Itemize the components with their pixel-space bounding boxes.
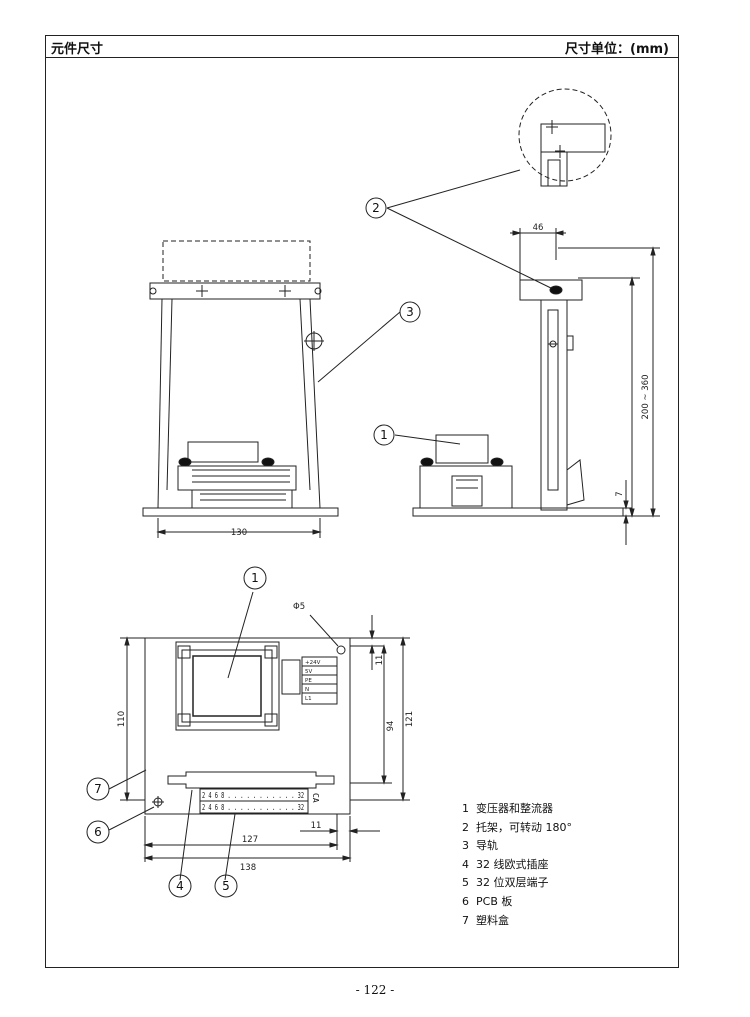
callout-circle-7 bbox=[86, 777, 110, 801]
callout-7: 7 bbox=[94, 782, 102, 796]
volt-label-n: N bbox=[305, 687, 309, 693]
callout-circle-1b bbox=[243, 566, 267, 590]
callout-6: 6 bbox=[94, 825, 102, 839]
pcb-board bbox=[144, 637, 351, 815]
euro-connector bbox=[167, 771, 335, 789]
dim-130: 130 bbox=[231, 528, 247, 538]
page-number: - 122 - bbox=[355, 983, 395, 997]
callout-circle-3 bbox=[399, 301, 421, 323]
volt-label-l1: L1 bbox=[305, 696, 312, 702]
side-transformer bbox=[435, 434, 489, 464]
nut-right bbox=[261, 457, 275, 467]
callout-5: 5 bbox=[222, 879, 230, 893]
front-view bbox=[142, 240, 339, 538]
dim-46: 46 bbox=[533, 223, 544, 233]
dim-94: 94 bbox=[386, 721, 396, 732]
callout-circle-2 bbox=[365, 197, 387, 219]
volt-label-5v: 5V bbox=[305, 669, 312, 675]
page-frame bbox=[45, 35, 679, 968]
dim-11-top: 11 bbox=[375, 655, 385, 666]
dim-138: 138 bbox=[240, 863, 256, 873]
header-bar: 元件尺寸 尺寸单位：(mm) bbox=[45, 35, 679, 58]
side-view bbox=[317, 88, 660, 545]
terminal-ca: CA bbox=[311, 793, 320, 803]
callout-2: 2 bbox=[372, 201, 380, 215]
callout-1b: 1 bbox=[251, 571, 259, 585]
callouts bbox=[86, 197, 421, 898]
callout-4: 4 bbox=[176, 879, 184, 893]
transformer-body bbox=[187, 441, 259, 463]
dim-7: 7 bbox=[615, 491, 625, 496]
dashed-module-outline bbox=[162, 240, 311, 282]
mount-hole-top bbox=[336, 645, 346, 655]
callout-circle-1a bbox=[373, 424, 395, 446]
volt-label-24v: +24V bbox=[305, 660, 321, 666]
side-base bbox=[412, 507, 624, 517]
top-bar bbox=[149, 282, 321, 300]
terminal-row-1: 2 4 6 8 . . . . . . . . . . . 32 bbox=[202, 791, 304, 800]
page-title: 元件尺寸 bbox=[51, 42, 104, 57]
top-view bbox=[108, 591, 410, 881]
unit-label: 尺寸单位：(mm) bbox=[565, 42, 669, 57]
callout-circle-6 bbox=[86, 820, 110, 844]
detail-circle bbox=[518, 88, 612, 182]
volt-label-pe: PE bbox=[305, 678, 312, 684]
bolt-left bbox=[149, 287, 157, 295]
dim-11-bottom: 11 bbox=[311, 821, 322, 831]
bolt-right bbox=[314, 287, 322, 295]
dim-110: 110 bbox=[117, 711, 127, 727]
dim-phi5: Φ5 bbox=[293, 602, 305, 612]
dim-127: 127 bbox=[242, 835, 258, 845]
nut-left bbox=[178, 457, 192, 467]
dim-200-360: 200 ~ 360 bbox=[641, 375, 651, 420]
dim-121: 121 bbox=[405, 711, 415, 727]
callout-circle-5 bbox=[214, 874, 238, 898]
callout-1a: 1 bbox=[380, 428, 388, 442]
front-base bbox=[142, 507, 339, 517]
terminal-row-2: 2 4 6 8 . . . . . . . . . . . 32 bbox=[202, 803, 304, 812]
rail-profile bbox=[540, 299, 568, 511]
callout-3: 3 bbox=[406, 305, 414, 319]
callout-circle-4 bbox=[168, 874, 192, 898]
